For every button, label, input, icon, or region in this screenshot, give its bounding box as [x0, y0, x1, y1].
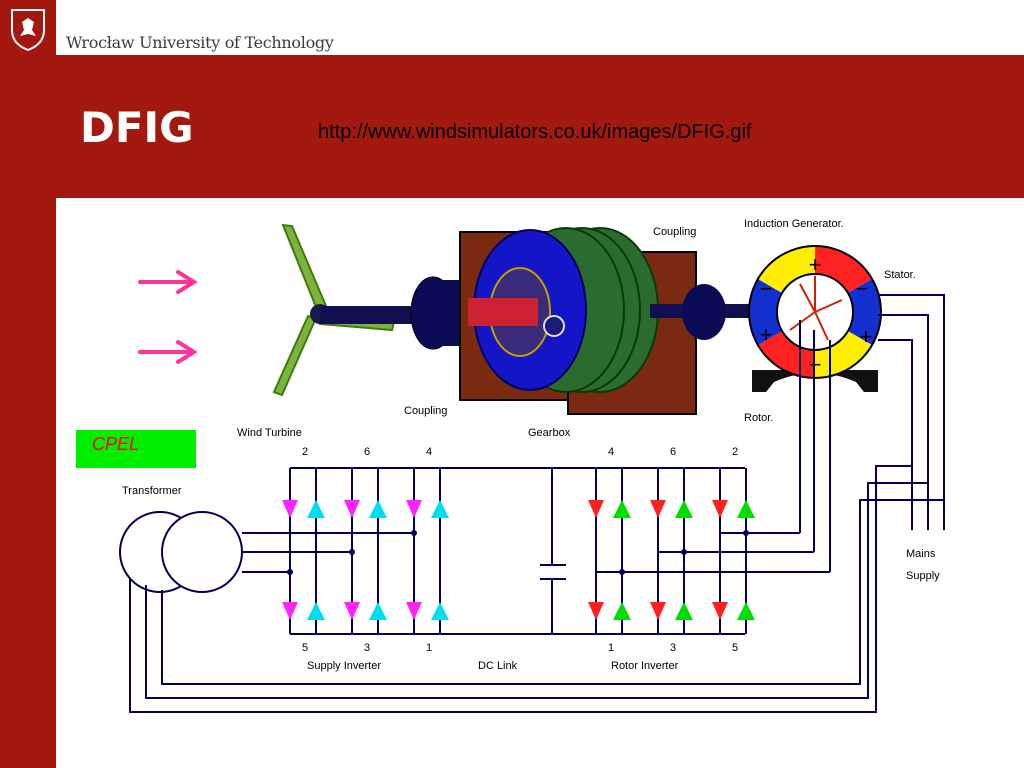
- cpel-logo-text: CPEL: [92, 434, 139, 454]
- label-supply: Supply: [906, 570, 940, 582]
- si-top-num-2: 6: [364, 446, 370, 458]
- cpel-logo-box: [76, 430, 196, 468]
- slide-title: DFIG: [80, 103, 194, 152]
- coupling-right-icon: [682, 284, 726, 340]
- top-header-bar: [0, 0, 1024, 55]
- wind-arrow-icon: [138, 270, 198, 364]
- ri-bot-num-1: 1: [608, 642, 614, 654]
- ri-bot-num-3: 5: [732, 642, 738, 654]
- si-top-num-1: 2: [302, 446, 308, 458]
- label-coupling-top: Coupling: [653, 226, 696, 238]
- gen-symbol-1: +: [809, 252, 822, 277]
- university-name: Wrocław University of Technology: [66, 33, 334, 52]
- label-rotor-inverter: Rotor Inverter: [611, 660, 679, 672]
- university-logo: [0, 0, 56, 55]
- label-induction-generator: Induction Generator.: [744, 218, 844, 230]
- source-url[interactable]: http://www.windsimulators.co.uk/images/D…: [318, 121, 752, 143]
- transformer-coil-2: [161, 511, 243, 593]
- junction-dots: [287, 530, 749, 575]
- si-bot-num-3: 1: [426, 642, 432, 654]
- ri-top-num-2: 6: [670, 446, 676, 458]
- ri-bot-num-2: 3: [670, 642, 676, 654]
- label-transformer: Transformer: [122, 485, 182, 497]
- induction-generator-icon: + − + − + −: [748, 245, 882, 392]
- ri-top-num-1: 4: [608, 446, 614, 458]
- ri-top-num-3: 2: [732, 446, 738, 458]
- label-dc-link: DC Link: [478, 660, 518, 672]
- label-stator: Stator.: [884, 269, 916, 281]
- left-sidebar-band: [0, 55, 56, 768]
- rotor-inverter-switches: [588, 500, 755, 620]
- gen-symbol-5: +: [760, 322, 773, 347]
- label-coupling-bottom: Coupling: [404, 405, 447, 417]
- label-wind-turbine: Wind Turbine: [237, 427, 302, 439]
- supply-inverter-switches: [282, 500, 449, 620]
- title-band: [56, 55, 1024, 198]
- label-mains: Mains: [906, 548, 936, 560]
- dfig-diagram: + − + − + − Coupling Induction Generator…: [76, 218, 945, 713]
- label-rotor: Rotor.: [744, 412, 773, 424]
- si-top-num-3: 4: [426, 446, 432, 458]
- gen-symbol-6: −: [760, 276, 773, 301]
- si-bot-num-1: 5: [302, 642, 308, 654]
- label-supply-inverter: Supply Inverter: [307, 660, 381, 672]
- gearbox-icon: [459, 227, 697, 415]
- gen-symbol-3: +: [860, 324, 873, 349]
- label-gearbox: Gearbox: [528, 427, 571, 439]
- si-bot-num-2: 3: [364, 642, 370, 654]
- gen-symbol-2: −: [856, 276, 869, 301]
